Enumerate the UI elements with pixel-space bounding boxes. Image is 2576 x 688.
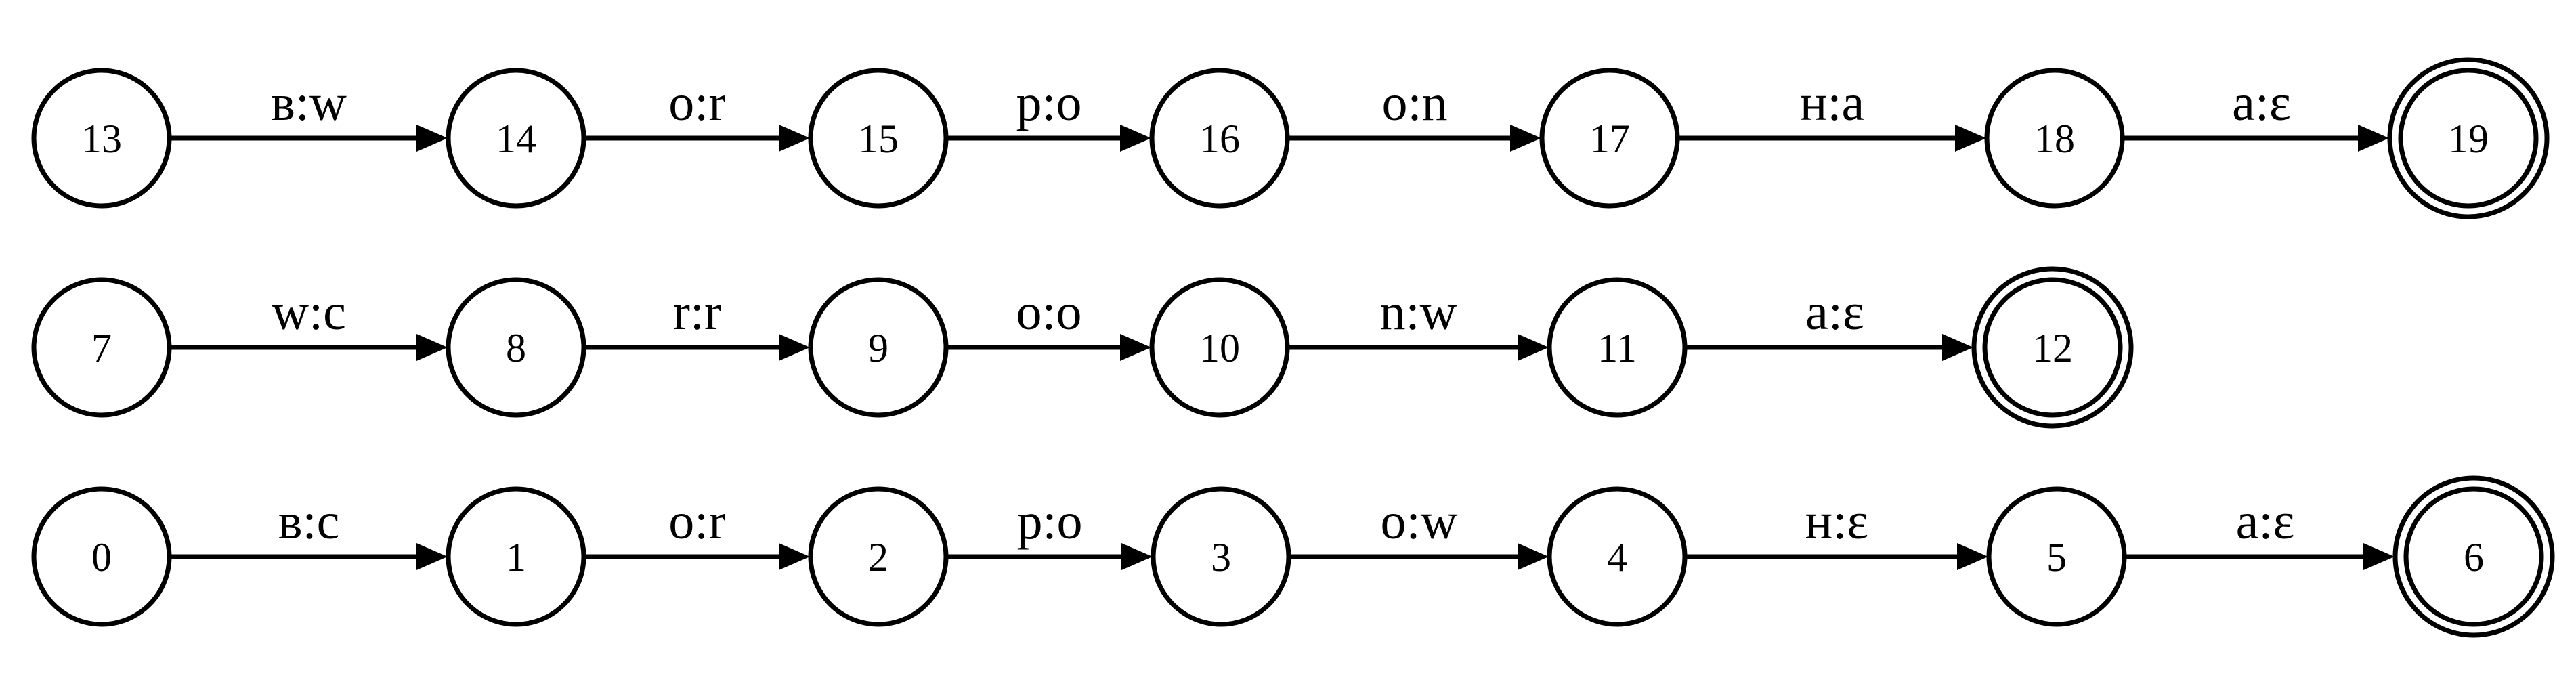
state-label: 3: [1211, 535, 1231, 580]
final-state-circle: [2398, 68, 2539, 209]
transition-label: o:o: [1016, 284, 1081, 341]
arrowhead-icon: [1518, 334, 1549, 361]
transition-label: w:c: [272, 284, 346, 341]
state-label: 8: [506, 326, 526, 370]
arrowhead-icon: [1942, 334, 1973, 361]
state-label: 2: [868, 535, 888, 580]
state-circle: [808, 277, 949, 418]
transition-label: r:r: [673, 284, 722, 341]
arrowhead-icon: [779, 543, 810, 570]
state-label: 15: [858, 116, 899, 161]
state-label: 13: [81, 116, 122, 161]
transition-label: о:r: [668, 74, 725, 131]
transition-label: а:ε: [2232, 74, 2291, 131]
transition-label: в:c: [278, 493, 340, 550]
arrowhead-icon: [1957, 543, 1988, 570]
fst-row-bottom: в:c о:r р:o о:w н:ε а:ε 0 1 2 3 4 5 6: [31, 475, 2555, 638]
state-label: 12: [2032, 326, 2073, 370]
arrowhead-icon: [1510, 125, 1541, 152]
state-label: 1: [506, 535, 526, 580]
transition-label: в:w: [271, 74, 347, 131]
state-label: 9: [868, 326, 888, 370]
state-circle: [1984, 68, 2125, 209]
state-label: 11: [1597, 326, 1637, 370]
state-label: 4: [1607, 535, 1627, 580]
transition-label: р:o: [1016, 493, 1082, 550]
state-label: 19: [2448, 116, 2489, 161]
transition-label: n:w: [1380, 284, 1457, 341]
fst-row-top: в:w о:r р:o о:n н:a а:ε 13 14 15 16 17 18 19: [31, 57, 2550, 219]
state-circle: [1547, 486, 1688, 627]
final-state-outer-ring: [2387, 57, 2550, 219]
state-circle: [446, 68, 586, 209]
transition-label: о:n: [1381, 74, 1447, 131]
transition-label: н:ε: [1805, 493, 1869, 550]
state-circle: [31, 486, 172, 627]
state-circle: [1986, 486, 2127, 627]
state-circle: [1149, 68, 1290, 209]
arrowhead-icon: [2358, 125, 2389, 152]
transition-label: н:a: [1800, 74, 1865, 131]
arrowhead-icon: [416, 334, 448, 361]
state-circle: [1547, 277, 1688, 418]
state-circle: [1151, 486, 1291, 627]
state-circle: [31, 277, 172, 418]
transition-label: a:ε: [1805, 284, 1864, 341]
arrowhead-icon: [779, 125, 810, 152]
state-label: 6: [2464, 535, 2484, 580]
arrowhead-icon: [1518, 543, 1549, 570]
state-circle: [446, 486, 586, 627]
transition-label: а:ε: [2236, 493, 2295, 550]
arrowhead-icon: [1120, 125, 1151, 152]
arrowhead-icon: [779, 334, 810, 361]
state-circle: [808, 68, 949, 209]
final-state-outer-ring: [2392, 475, 2555, 638]
fst-row-middle: w:c r:r o:o n:w a:ε 7 8 9 10 11 12: [31, 266, 2134, 429]
state-circle: [808, 486, 949, 627]
transition-label: р:o: [1016, 74, 1081, 131]
arrowhead-icon: [1121, 543, 1153, 570]
state-circle: [1539, 68, 1680, 209]
state-label: 17: [1589, 116, 1630, 161]
final-state-circle: [1982, 277, 2123, 418]
state-label: 7: [91, 326, 112, 370]
state-circle: [446, 277, 586, 418]
final-state-outer-ring: [1971, 266, 2134, 429]
state-circle: [1149, 277, 1290, 418]
state-circle: [31, 68, 172, 209]
arrowhead-icon: [1955, 125, 1986, 152]
final-state-circle: [2403, 486, 2544, 627]
arrowhead-icon: [416, 543, 448, 570]
state-label: 18: [2034, 116, 2075, 161]
transition-label: о:w: [1381, 493, 1458, 550]
transition-label: о:r: [668, 493, 725, 550]
arrowhead-icon: [416, 125, 448, 152]
arrowhead-icon: [1120, 334, 1151, 361]
state-label: 16: [1199, 116, 1240, 161]
state-label: 10: [1199, 326, 1240, 370]
state-label: 5: [2046, 535, 2067, 580]
state-label: 14: [496, 116, 536, 161]
arrowhead-icon: [2363, 543, 2395, 570]
state-label: 0: [91, 535, 112, 580]
